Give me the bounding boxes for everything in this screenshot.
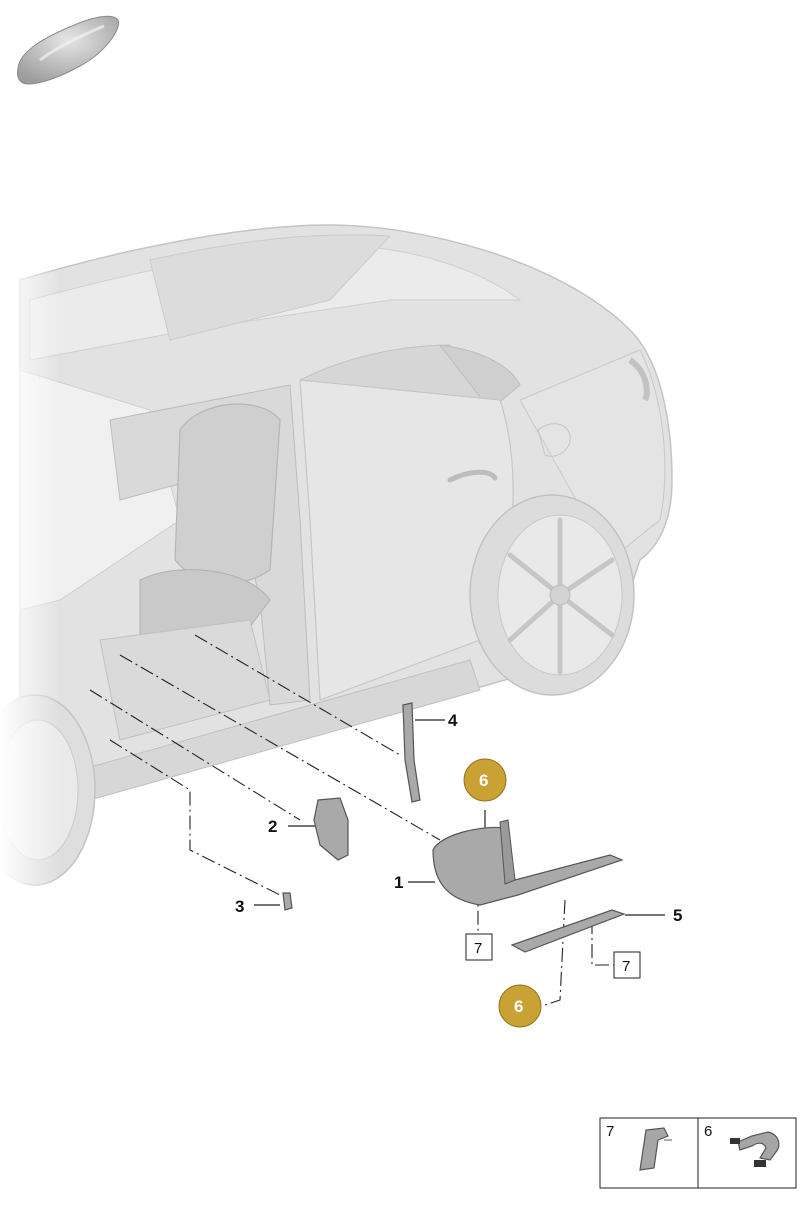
- part-1-sill-trim: [432, 819, 624, 906]
- clip-6-icon: [730, 1131, 780, 1167]
- legend-table: 7 6: [599, 1117, 797, 1189]
- rear-wheel: [469, 494, 635, 696]
- badge-6-b: 6: [498, 984, 542, 1028]
- legend-label-6: 6: [704, 1123, 712, 1140]
- callout-3: 3: [235, 897, 244, 916]
- part-5-rail: [510, 909, 626, 953]
- legend-label-7: 7: [606, 1123, 614, 1140]
- vehicle-illustration: [0, 220, 673, 920]
- solid-leaders: [254, 719, 665, 916]
- part-3-clip: [282, 892, 293, 911]
- svg-text:7: 7: [622, 958, 630, 975]
- callout-4: 4: [448, 711, 458, 730]
- badge-6-a: 6: [463, 758, 507, 802]
- callout-1: 1: [394, 873, 403, 892]
- svg-text:6: 6: [479, 771, 488, 790]
- svg-text:6: 6: [514, 997, 523, 1016]
- callout-5: 5: [673, 906, 682, 925]
- part-2-bracket: [313, 797, 349, 861]
- ref-box-7-b: 7: [613, 951, 641, 979]
- car-silhouette-icon: [17, 15, 120, 85]
- svg-text:7: 7: [474, 940, 482, 957]
- clip-7-icon: [639, 1127, 672, 1171]
- ref-box-7-a: 7: [465, 933, 493, 961]
- callout-2: 2: [268, 817, 277, 836]
- part-4-pillar-trim: [402, 702, 421, 803]
